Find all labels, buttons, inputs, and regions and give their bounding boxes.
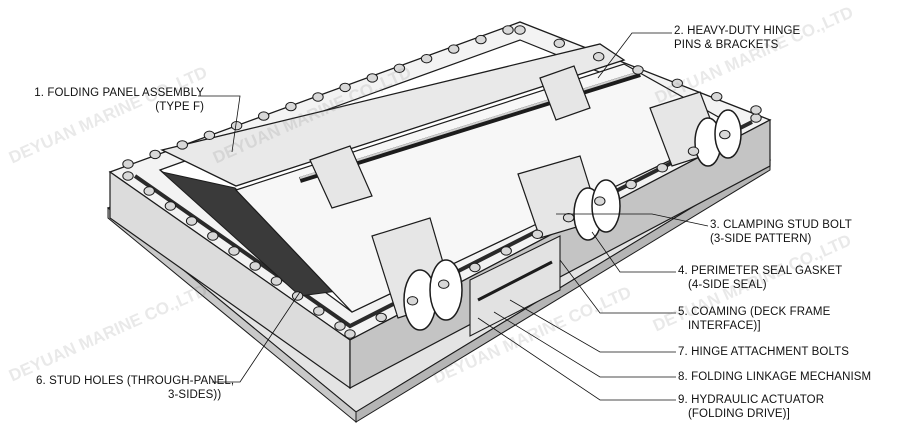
leader-c1 bbox=[198, 95, 241, 153]
stud-bolt bbox=[249, 261, 261, 271]
stud-bolt bbox=[122, 171, 134, 181]
linkage-housing bbox=[469, 235, 561, 337]
callout-hydraulic-actuator: 9. HYDRAULIC ACTUATOR (FOLDING DRIVE)] bbox=[678, 394, 825, 420]
leader-lines bbox=[198, 32, 709, 401]
leader-c8 bbox=[493, 311, 676, 378]
stud-bolt bbox=[438, 279, 450, 289]
stud-bolt bbox=[393, 63, 406, 74]
callout-coaming: 5. COAMING (DECK FRAME INTERFACE)] bbox=[678, 306, 831, 332]
stud-bolt bbox=[207, 231, 219, 241]
leader-c3 bbox=[556, 213, 709, 227]
callout-stud-holes: 6. STUD HOLES (THROUGH-PANEL, 3-SIDES)) bbox=[36, 375, 235, 401]
stud-bolt bbox=[553, 38, 565, 48]
seal-gasket-band bbox=[133, 120, 753, 329]
stud-bolt bbox=[149, 149, 161, 160]
stud-bolt bbox=[312, 92, 324, 102]
leader-c6 bbox=[212, 291, 301, 383]
stud-bolt bbox=[719, 129, 731, 140]
stud-bolt bbox=[502, 25, 514, 35]
base-plate-edge-right bbox=[355, 159, 771, 423]
stud-bolt bbox=[562, 213, 575, 223]
stud-bolt bbox=[514, 25, 526, 35]
leader-c7 bbox=[509, 299, 676, 353]
stud-bolt bbox=[406, 296, 419, 306]
stud-bolt bbox=[285, 101, 297, 112]
stud-bolt bbox=[500, 246, 512, 256]
stud-bolt bbox=[339, 82, 351, 93]
stud-bolt bbox=[531, 229, 544, 240]
stud-bolt bbox=[228, 246, 240, 256]
stud-bolt bbox=[594, 196, 606, 206]
callout-folding-panel-assembly: 1. FOLDING PANEL ASSEMBLY (TYPE F) bbox=[34, 87, 204, 113]
hydraulic-actuator-rod bbox=[477, 260, 553, 302]
stud-bolt bbox=[656, 163, 668, 173]
hinge-lugs bbox=[403, 109, 742, 331]
stud-bolt bbox=[230, 121, 243, 131]
leader-c4 bbox=[591, 231, 676, 273]
stud-bolt bbox=[593, 52, 605, 62]
stud-bolt bbox=[185, 216, 198, 226]
stud-bolt bbox=[625, 179, 637, 190]
stud-bolt bbox=[203, 130, 216, 141]
callout-folding-linkage: 8. FOLDING LINKAGE MECHANISM bbox=[678, 371, 872, 383]
clamping-studs bbox=[122, 25, 762, 339]
stud-bolt bbox=[313, 306, 325, 316]
stud-bolt bbox=[469, 262, 481, 273]
stud-bolt bbox=[176, 140, 189, 150]
stud-bolt bbox=[632, 65, 644, 75]
stud-bolt bbox=[375, 312, 387, 323]
stud-bolt bbox=[475, 34, 487, 45]
stud-bolt bbox=[164, 201, 177, 211]
stud-bolt bbox=[366, 73, 378, 83]
stud-bolt bbox=[750, 113, 762, 123]
stud-bolt bbox=[143, 186, 155, 196]
callout-perimeter-seal-gasket: 4. PERIMETER SEAL GASKET (4-SIDE SEAL) bbox=[678, 265, 843, 291]
leader-c9 bbox=[477, 317, 676, 401]
stud-bolt bbox=[671, 78, 683, 89]
stud-bolt bbox=[711, 92, 723, 102]
stud-bolt bbox=[750, 105, 762, 115]
leader-c2 bbox=[597, 32, 672, 79]
callout-hinge-attachment-bolts: 7. HINGE ATTACHMENT BOLTS bbox=[678, 346, 849, 358]
stud-bolt bbox=[270, 276, 283, 286]
stud-bolt bbox=[448, 44, 460, 54]
stud-bolt bbox=[420, 54, 433, 64]
stud-bolt bbox=[687, 146, 700, 156]
stud-bolt bbox=[258, 111, 270, 121]
callout-clamping-stud-bolt: 3. CLAMPING STUD BOLT (3-SIDE PATTERN) bbox=[710, 219, 852, 245]
stud-bolt bbox=[334, 321, 346, 331]
folding-panel-raised bbox=[160, 43, 626, 187]
callout-hinge-pins-brackets: 2. HEAVY-DUTY HINGE PINS & BRACKETS bbox=[674, 25, 801, 51]
stud-bolt bbox=[122, 159, 134, 169]
leader-c5 bbox=[559, 259, 676, 314]
stud-bolt bbox=[344, 329, 356, 339]
